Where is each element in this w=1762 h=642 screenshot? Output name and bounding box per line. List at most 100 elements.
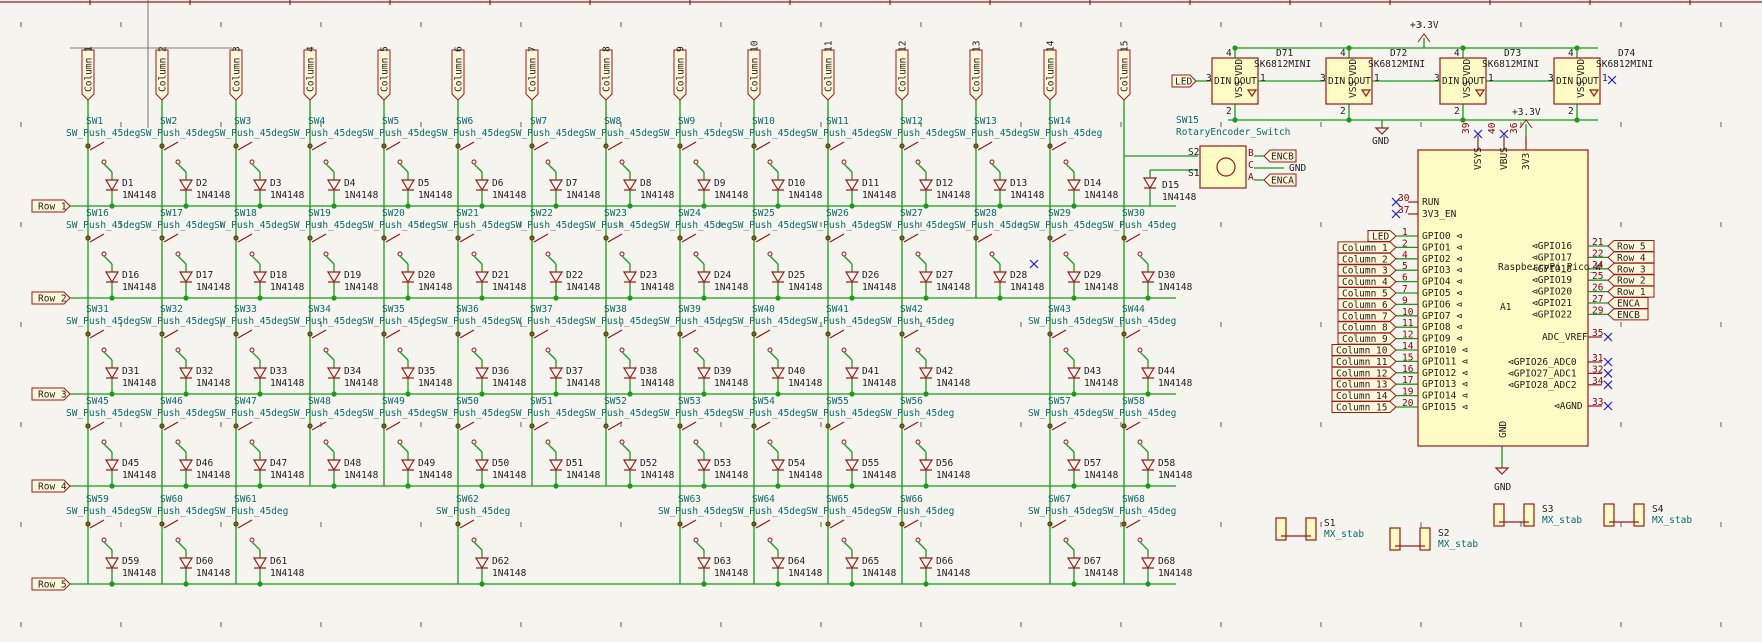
grid-mark — [920, 122, 922, 127]
switch-actuator — [311, 329, 327, 339]
switch-value: SW_Push_45deg — [806, 408, 880, 419]
net-label: ENCB — [1263, 149, 1297, 163]
switch-lead — [917, 255, 927, 265]
switch-lead — [325, 163, 335, 173]
net-label: ENCA — [1263, 173, 1297, 187]
diode-value: 1N4148 — [122, 190, 157, 201]
diode-body — [622, 271, 638, 284]
switch-value: SW_Push_45deg — [1028, 220, 1102, 231]
junction-dot — [923, 483, 929, 489]
switch-symbol — [751, 233, 779, 265]
grid-mark — [520, 622, 522, 627]
switch-contact — [101, 439, 107, 445]
diode-value: 1N4148 — [714, 378, 749, 389]
switch-ref: SW42 — [900, 304, 923, 315]
switch-contact — [471, 537, 477, 543]
junction-dot — [701, 295, 707, 301]
switch-contact — [159, 521, 165, 527]
net-label-text: Column 10 — [1336, 346, 1388, 357]
net-label-text: ENCB — [1617, 310, 1640, 321]
diode-ref: D13 — [1010, 178, 1027, 189]
switch-contact — [973, 143, 979, 149]
switch-symbol — [455, 141, 483, 173]
diode-body — [326, 179, 342, 192]
switch-ref: SW23 — [604, 208, 627, 219]
led-pin-num: 1 — [1488, 73, 1494, 84]
switch-lead — [1065, 443, 1075, 453]
grid-mark — [1120, 622, 1122, 627]
diode-ref: D22 — [566, 270, 583, 281]
gnd-label: GND — [1494, 482, 1511, 493]
switch-symbol — [307, 233, 335, 265]
grid-mark — [1320, 522, 1322, 527]
junction-dot — [627, 391, 633, 397]
switch-value: SW_Push_45deg — [510, 220, 584, 231]
diode-ref: D17 — [196, 270, 213, 281]
switch-lead — [1139, 351, 1149, 361]
switch-value: SW_Push_45deg — [880, 506, 954, 517]
net-label-shape — [1337, 287, 1397, 299]
pico-ref: A1 — [1500, 302, 1512, 313]
diode-value: 1N4148 — [270, 470, 305, 481]
switch-lead — [177, 443, 187, 453]
pico-pin-name: GPIO13 ⊲ — [1422, 379, 1468, 390]
grid-mark — [1220, 22, 1222, 27]
grid-mark — [1020, 222, 1022, 227]
switch-ref: SW40 — [752, 304, 775, 315]
switch-lead — [769, 163, 779, 173]
diode-body — [1140, 367, 1156, 380]
switch-symbol — [825, 519, 853, 551]
switch-contact — [1063, 439, 1069, 445]
diode-ref: D25 — [788, 270, 805, 281]
column-label-shape — [969, 49, 983, 101]
diode-body — [1140, 459, 1156, 472]
switch-contact — [85, 423, 91, 429]
column-label-shape — [451, 49, 465, 101]
grid-mark — [620, 322, 622, 327]
diode-value: 1N4148 — [196, 378, 231, 389]
switch-value: SW_Push_45deg — [362, 408, 436, 419]
switch-lead — [103, 443, 113, 453]
grid-mark — [320, 22, 322, 27]
switch-contact — [619, 439, 625, 445]
switch-symbol — [307, 421, 335, 453]
net-label-shape — [1367, 230, 1397, 242]
net-label-shape — [1263, 149, 1297, 163]
net-label: Column 10 — [1331, 344, 1397, 357]
row-label-text: Row 3 — [38, 390, 67, 401]
switch-contact — [677, 331, 683, 337]
switch-lead — [1065, 541, 1075, 551]
diode-value: 1N4148 — [196, 568, 231, 579]
grid-mark — [1220, 122, 1222, 127]
net-label-shape — [1337, 332, 1397, 345]
diode-value: 1N4148 — [1162, 192, 1197, 203]
switch-ref: SW41 — [826, 304, 849, 315]
diode-value: 1N4148 — [122, 568, 157, 579]
switch-lead — [473, 255, 483, 265]
net-label-shape — [1607, 297, 1649, 309]
led-value: SK6812MINI — [1482, 59, 1539, 70]
switch-contact — [619, 159, 625, 165]
switch-contact — [1063, 347, 1069, 353]
led-pin-num: 3 — [1434, 73, 1440, 84]
junction-dot — [923, 295, 929, 301]
diode-body — [1140, 271, 1156, 284]
pico-pin-name: ⊲GPIO28_ADC2 — [1508, 380, 1577, 391]
grid-mark — [1220, 322, 1222, 327]
switch-contact — [471, 347, 477, 353]
switch-contact — [307, 331, 313, 337]
row-label-text: Row 4 — [38, 482, 67, 493]
switch-contact — [249, 537, 255, 543]
switch-symbol — [677, 233, 705, 265]
diode-body — [252, 557, 268, 570]
switch-lead — [843, 443, 853, 453]
junction-dot — [1232, 45, 1238, 51]
diode-value: 1N4148 — [1158, 282, 1193, 293]
pico-pin-name: GPIO15 ⊲ — [1422, 402, 1468, 413]
switch-symbol — [899, 329, 927, 361]
switch-ref: SW28 — [974, 208, 997, 219]
grid-mark — [220, 222, 222, 227]
encoder-pin: C — [1248, 160, 1254, 171]
